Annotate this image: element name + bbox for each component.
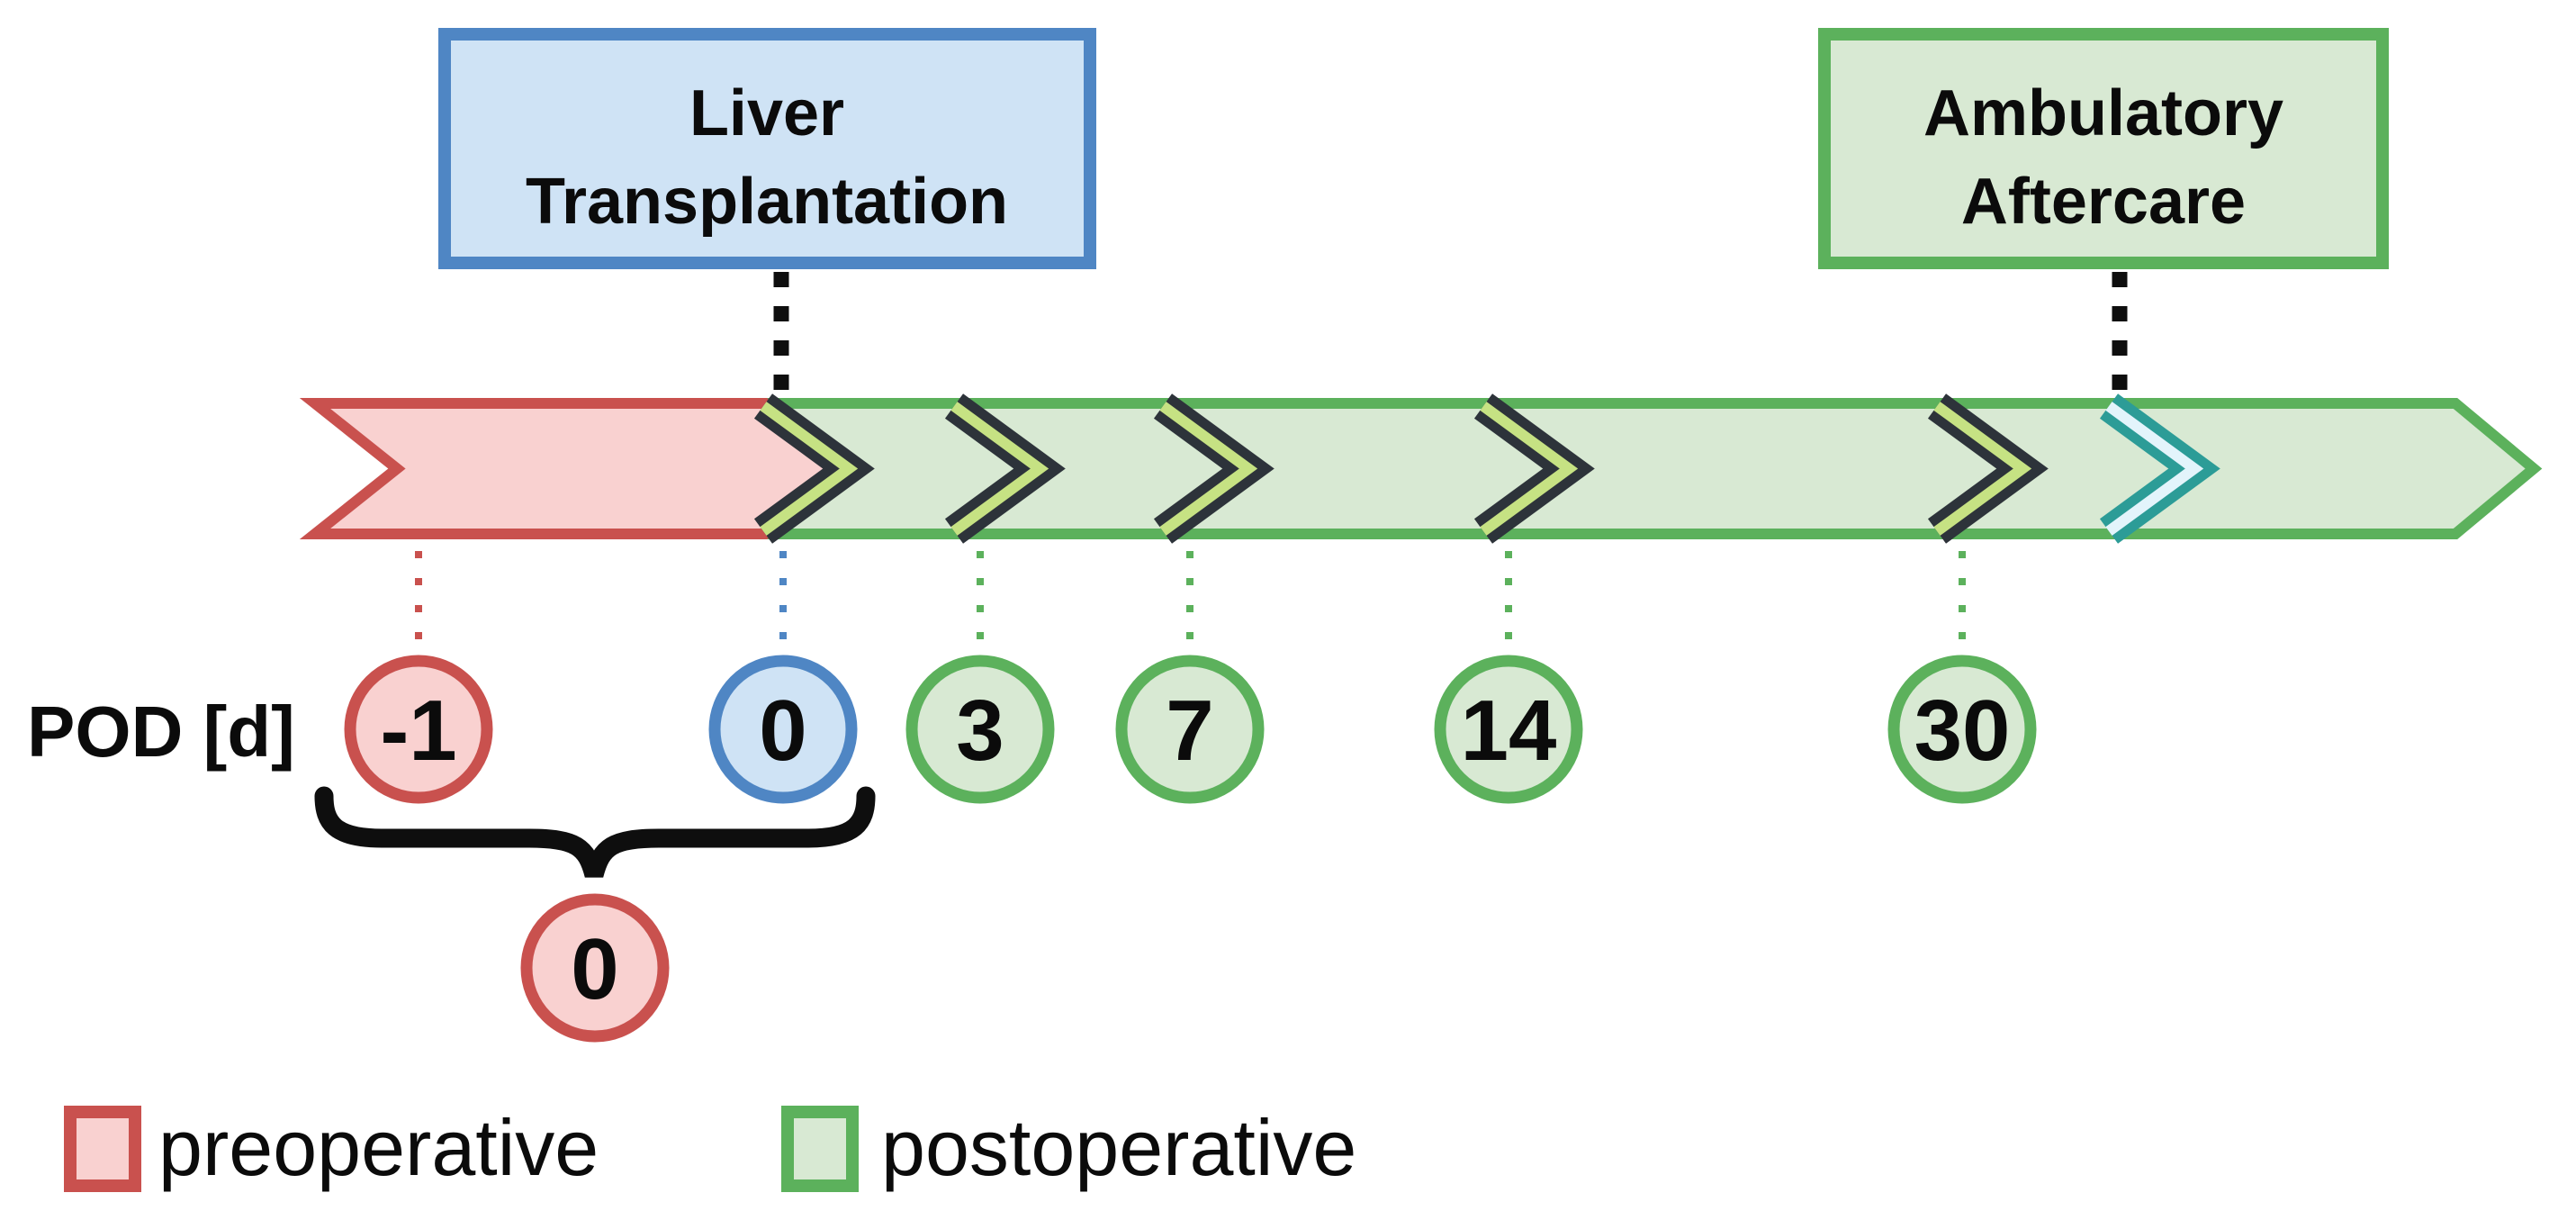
chevron-inner bbox=[1480, 402, 1579, 536]
pod-circle-0: 0 bbox=[708, 655, 858, 804]
transplant-box-title-line2: Transplantation bbox=[526, 166, 1008, 238]
chevron-pod-7 bbox=[1153, 393, 1274, 544]
pod-circle-14: 14 bbox=[1434, 655, 1583, 804]
chevron-inner bbox=[950, 402, 1049, 536]
pod-circle-3: 3 bbox=[905, 655, 1055, 804]
pod-value: 14 bbox=[1461, 682, 1557, 779]
chevron-inner bbox=[1159, 402, 1258, 536]
brace-pod-value: 0 bbox=[571, 921, 618, 1017]
preoperative-arrow-segment bbox=[299, 398, 856, 539]
aftercare-box: Ambulatory Aftercare bbox=[1818, 28, 2389, 269]
pod-value: -1 bbox=[380, 682, 456, 779]
pod-circle--1: -1 bbox=[344, 655, 493, 804]
legend-swatch-postoperative bbox=[781, 1106, 859, 1192]
pod-value: 7 bbox=[1166, 682, 1213, 779]
chevron-inner bbox=[1933, 402, 2032, 536]
chevron-pod-0 bbox=[753, 393, 875, 544]
range-brace bbox=[314, 786, 876, 913]
aftercare-box-title-line2: Aftercare bbox=[1961, 166, 2246, 238]
legend-swatch-preoperative bbox=[64, 1106, 141, 1192]
chevron-pod-14 bbox=[1473, 393, 1595, 544]
chevron-inner bbox=[2105, 402, 2204, 536]
legend-label-postoperative: postoperative bbox=[881, 1103, 1356, 1192]
chevron-pod-3 bbox=[944, 393, 1066, 544]
pod-axis-label: POD [d] bbox=[27, 691, 295, 772]
chevron-aftercare bbox=[2099, 393, 2220, 544]
aftercare-box-title-line1: Ambulatory bbox=[1923, 77, 2283, 149]
pod-circle-7: 7 bbox=[1115, 655, 1265, 804]
chevron-pod-30 bbox=[1927, 393, 2049, 544]
brace-pod-circle: 0 bbox=[520, 893, 670, 1043]
chevron-inner bbox=[760, 402, 859, 536]
pod-value: 30 bbox=[1914, 682, 2011, 779]
transplant-box: Liver Transplantation bbox=[438, 28, 1096, 269]
legend-label-preoperative: preoperative bbox=[158, 1103, 599, 1192]
transplant-box-title-line1: Liver bbox=[689, 77, 844, 149]
pod-circle-30: 30 bbox=[1887, 655, 2037, 804]
pod-value: 0 bbox=[759, 682, 806, 779]
pod-value: 3 bbox=[956, 682, 1004, 779]
legend: preoperative postoperative bbox=[64, 1103, 1356, 1192]
